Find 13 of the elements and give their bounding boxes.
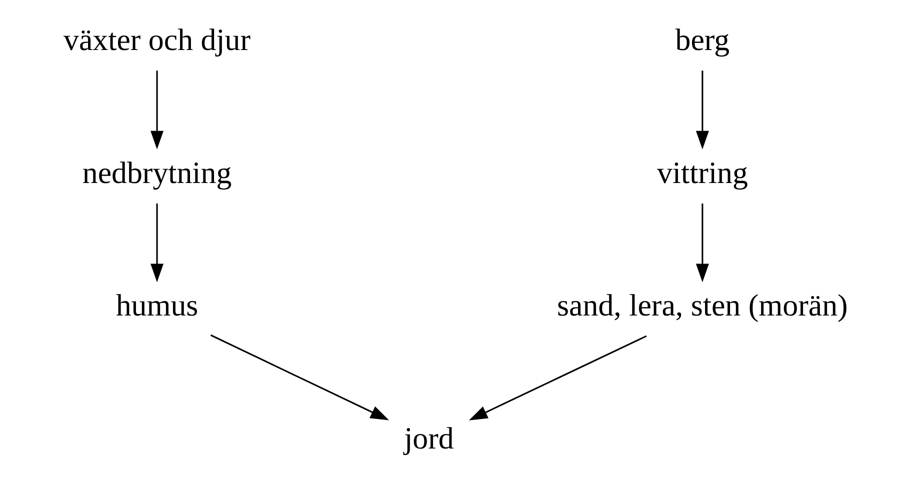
arrow: [210, 334, 390, 420]
node-text: jord: [404, 420, 454, 456]
node-text: nedbrytning: [82, 154, 232, 190]
node-text: vittring: [656, 154, 748, 190]
arrow: [150, 70, 164, 150]
arrow: [468, 335, 647, 420]
node-text: växter och djur: [64, 22, 251, 57]
arrow: [150, 204, 164, 282]
node-text: humus: [116, 288, 198, 323]
arrow: [696, 204, 709, 282]
node-text: sand, lera, sten (morän): [557, 288, 848, 323]
node-text: berg: [675, 22, 730, 57]
arrow: [696, 70, 709, 150]
